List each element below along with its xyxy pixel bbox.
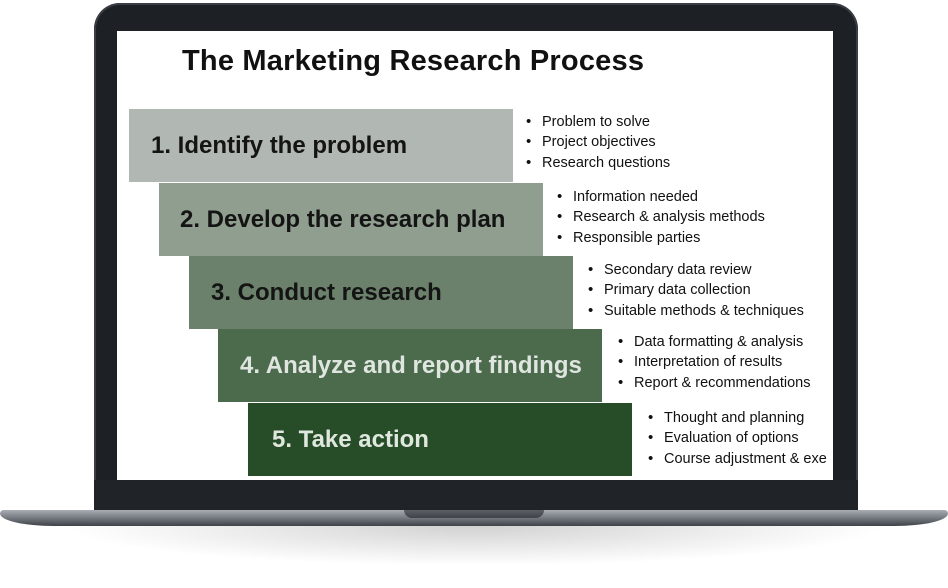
step-label-4: 4. Analyze and report findings	[240, 351, 582, 379]
bullet-item: Information needed	[557, 187, 765, 207]
step-box-5: 5. Take action	[248, 403, 632, 476]
step-label-2: 2. Develop the research plan	[180, 205, 506, 233]
bullet-item: Primary data collection	[588, 280, 804, 300]
step-bullets-4: Data formatting & analysis Interpretatio…	[618, 332, 811, 393]
step-bullets-2: Information needed Research & analysis m…	[557, 187, 765, 248]
bullet-item: Suitable methods & techniques	[588, 301, 804, 321]
laptop-screen: The Marketing Research Process 1. Identi…	[117, 31, 833, 480]
laptop-shadow	[60, 526, 888, 566]
step-box-2: 2. Develop the research plan	[159, 183, 543, 256]
laptop-bezel-bottom	[94, 480, 858, 513]
bullet-item: Research questions	[526, 153, 670, 173]
bullet-item: Course adjustment & exe	[648, 449, 827, 469]
slide-title: The Marketing Research Process	[182, 45, 645, 77]
step-label-5: 5. Take action	[272, 425, 429, 453]
bullet-item: Responsible parties	[557, 228, 765, 248]
step-label-1: 1. Identify the problem	[151, 131, 408, 159]
bullet-item: Thought and planning	[648, 408, 827, 428]
step-label-3: 3. Conduct research	[211, 278, 442, 306]
laptop-notch	[404, 510, 544, 518]
step-box-4: 4. Analyze and report findings	[218, 329, 602, 402]
bullet-item: Data formatting & analysis	[618, 332, 811, 352]
bullet-item: Project objectives	[526, 132, 670, 152]
bullet-item: Secondary data review	[588, 260, 804, 280]
bullet-item: Research & analysis methods	[557, 207, 765, 227]
step-bullets-5: Thought and planning Evaluation of optio…	[648, 408, 827, 469]
step-box-1: 1. Identify the problem	[129, 109, 513, 182]
bullet-item: Evaluation of options	[648, 428, 827, 448]
step-box-3: 3. Conduct research	[189, 256, 573, 329]
laptop-base	[0, 510, 948, 526]
step-bullets-3: Secondary data review Primary data colle…	[588, 260, 804, 321]
bullet-item: Report & recommendations	[618, 373, 811, 393]
step-bullets-1: Problem to solve Project objectives Rese…	[526, 112, 670, 173]
bullet-item: Problem to solve	[526, 112, 670, 132]
bullet-item: Interpretation of results	[618, 352, 811, 372]
